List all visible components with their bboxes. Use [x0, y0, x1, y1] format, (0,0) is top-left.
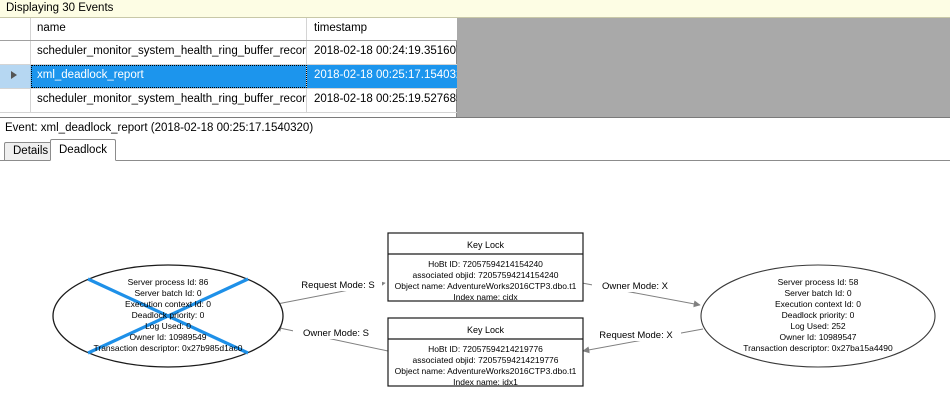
survivor-line-0: Server process Id: 58 [778, 277, 859, 287]
svg-text:Request Mode: S: Request Mode: S [301, 280, 374, 291]
resource-1-line-0: HoBt ID: 72057594214219776 [428, 344, 543, 354]
events-banner: Displaying 30 Events [0, 0, 950, 18]
table-row-selected[interactable]: xml_deadlock_report 2018-02-18 00:25:17.… [0, 65, 457, 89]
resource-0-line-1: associated objid: 72057594214154240 [412, 270, 558, 280]
survivor-line-6: Transaction descriptor: 0x27ba15a4490 [743, 343, 893, 353]
survivor-line-1: Server batch Id: 0 [784, 288, 851, 298]
resource-node-key-lock-0[interactable]: Key Lock HoBt ID: 72057594214154240 asso… [387, 232, 584, 302]
tab-strip: Details Deadlock [0, 139, 950, 161]
edge-label-request-mode-x: Request Mode: X [591, 328, 681, 341]
edge-label-owner-mode-s: Owner Mode: S [293, 326, 379, 339]
events-grid-header-row: name timestamp [0, 18, 457, 41]
row-selector-cell[interactable] [0, 41, 31, 64]
victim-line-0: Server process Id: 86 [128, 277, 209, 287]
header-row-selector-cell [0, 18, 31, 40]
tab-deadlock[interactable]: Deadlock [50, 139, 116, 161]
resource-0-line-2: Object name: AdventureWorks2016CTP3.dbo.… [395, 281, 577, 291]
play-triangle-icon [11, 71, 17, 79]
resource-1-line-3: Index name: idx1 [453, 377, 518, 387]
deadlock-graph-canvas[interactable]: Server process Id: 86 Server batch Id: 0… [0, 161, 950, 400]
cell-timestamp[interactable]: 2018-02-18 00:24:19.3516078 [314, 45, 457, 57]
cell-timestamp[interactable]: 2018-02-18 00:25:17.1540320 [314, 69, 457, 81]
column-header-name[interactable]: name [31, 18, 307, 40]
resource-1-line-2: Object name: AdventureWorks2016CTP3.dbo.… [395, 366, 577, 376]
cell-name[interactable]: scheduler_monitor_system_health_ring_buf… [31, 89, 307, 112]
deadlock-victim-process-node[interactable]: Server process Id: 86 Server batch Id: 0… [52, 264, 284, 368]
svg-text:Owner Mode: X: Owner Mode: X [602, 281, 669, 292]
events-pane: Displaying 30 Events name timestamp sche… [0, 0, 950, 118]
event-caption-label: Event: xml_deadlock_report (2018-02-18 0… [5, 122, 314, 134]
resource-1-title: Key Lock [467, 325, 505, 335]
svg-text:Owner Mode: S: Owner Mode: S [303, 328, 369, 339]
resource-node-key-lock-1[interactable]: Key Lock HoBt ID: 72057594214219776 asso… [387, 317, 584, 387]
resource-0-title: Key Lock [467, 240, 505, 250]
resource-1-line-1: associated objid: 72057594214219776 [412, 355, 558, 365]
cell-timestamp[interactable]: 2018-02-18 00:25:19.5276859 [314, 93, 457, 105]
victim-line-4: Log Used: 0 [145, 321, 191, 331]
survivor-line-3: Deadlock priority: 0 [782, 310, 855, 320]
svg-text:Request Mode: X: Request Mode: X [599, 330, 673, 341]
events-banner-label: Displaying 30 Events [6, 2, 114, 14]
resource-0-line-0: HoBt ID: 72057594214154240 [428, 259, 543, 269]
victim-line-6: Transaction descriptor: 0x27b985d1ac0 [94, 343, 243, 353]
events-grid[interactable]: name timestamp scheduler_monitor_system_… [0, 18, 457, 117]
row-selector-cell[interactable] [0, 89, 31, 112]
survivor-line-2: Execution context Id: 0 [775, 299, 861, 309]
table-row[interactable]: scheduler_monitor_system_health_ring_buf… [0, 89, 457, 113]
cell-name[interactable]: xml_deadlock_report [31, 65, 307, 88]
victim-line-5: Owner Id: 10989549 [129, 332, 206, 342]
deadlock-surviving-process-node[interactable]: Server process Id: 58 Server batch Id: 0… [700, 264, 936, 368]
column-header-timestamp[interactable]: timestamp [314, 22, 368, 34]
victim-line-1: Server batch Id: 0 [134, 288, 201, 298]
victim-line-3: Deadlock priority: 0 [132, 310, 205, 320]
edge-label-owner-mode-x: Owner Mode: X [592, 279, 678, 292]
resource-0-line-3: Index name: cidx [453, 292, 518, 302]
event-caption: Event: xml_deadlock_report (2018-02-18 0… [0, 119, 950, 139]
edge-label-request-mode-s: Request Mode: S [294, 278, 382, 291]
cell-name[interactable]: scheduler_monitor_system_health_ring_buf… [31, 41, 307, 64]
survivor-line-4: Log Used: 252 [790, 321, 846, 331]
victim-line-2: Execution context Id: 0 [125, 299, 211, 309]
row-selector-cell[interactable] [0, 65, 31, 88]
table-row[interactable]: scheduler_monitor_system_health_ring_buf… [0, 41, 457, 65]
survivor-line-5: Owner Id: 10989547 [779, 332, 856, 342]
